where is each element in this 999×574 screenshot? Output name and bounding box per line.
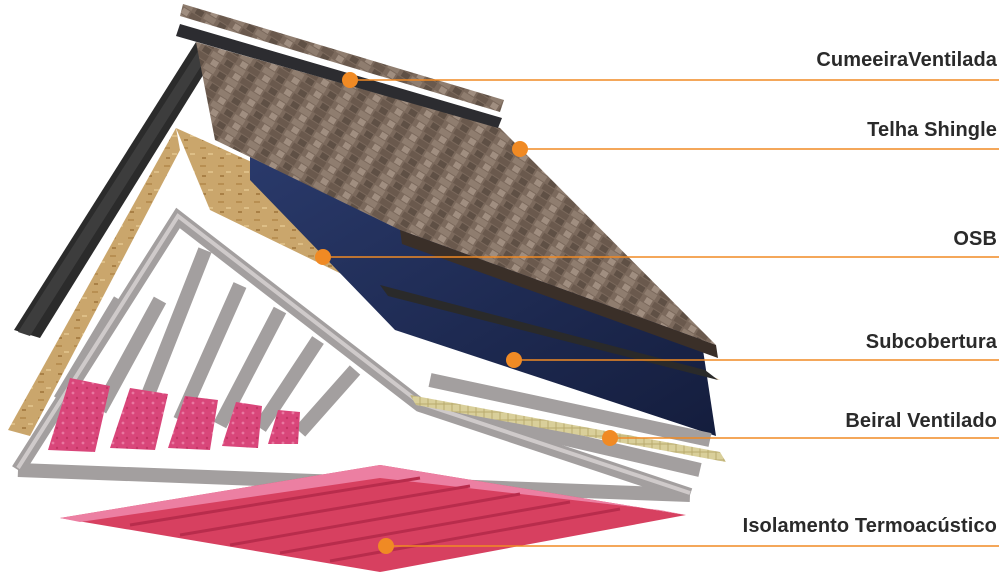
osb-label: OSB <box>953 228 997 250</box>
soffit-vent-marker-dot <box>602 430 618 446</box>
insulation-marker-dot <box>378 538 394 554</box>
underlayment-marker-dot <box>506 352 522 368</box>
underlayment-sheet <box>250 150 716 436</box>
shingle-marker-dot <box>512 141 528 157</box>
underlayment-label: Subcobertura <box>865 331 997 353</box>
leader-lines <box>315 72 999 554</box>
insulation-slab-grooves <box>129 476 621 563</box>
shingle-edge <box>400 230 718 358</box>
osb-gable <box>8 128 180 436</box>
shingle-roof <box>196 42 716 345</box>
insulation-batts <box>48 378 300 452</box>
ridge-vent-marker-dot <box>342 72 358 88</box>
starter-strip <box>380 285 718 380</box>
shingle-label: Telha Shingle <box>867 119 997 141</box>
rear-board-face <box>18 48 205 336</box>
ridge-vent-base <box>176 24 502 128</box>
insulation-slab-top <box>60 465 686 522</box>
truss-frame-highlight <box>16 213 691 495</box>
ridge-vent-label: CumeeiraVentilada <box>816 49 997 71</box>
soffit-vent-label: Beiral Ventilado <box>845 410 997 432</box>
insulation-label: Isolamento Termoacústico <box>742 515 997 537</box>
osb-marker-dot <box>315 249 331 265</box>
soffit-vent-strip <box>410 395 726 462</box>
ridge-vent-top <box>180 4 504 112</box>
